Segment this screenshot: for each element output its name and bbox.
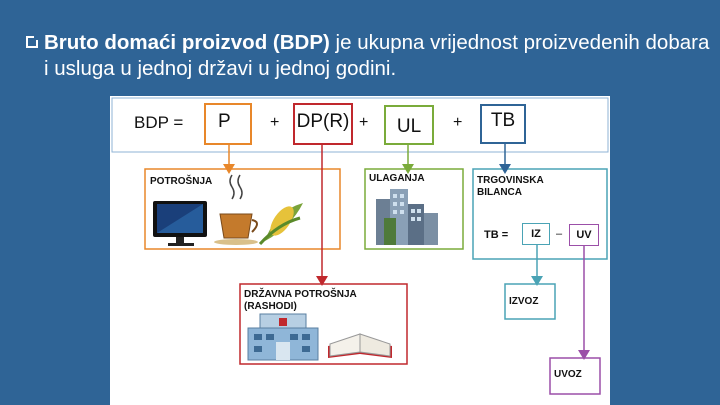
iz-label: IZ — [531, 228, 541, 240]
term-p-label: P — [218, 111, 231, 132]
trgovinska-bilanca-label: TRGOVINSKA BILANCA — [477, 175, 544, 198]
iz-box: IZ — [522, 223, 550, 245]
drzavna-potrosnja-label: DRŽAVNA POTROŠNJA (RASHODI) — [244, 289, 357, 312]
uvoz-panel — [549, 357, 601, 395]
gdp-diagram: BDP = P + DP(R) + UL + TB POTROŠNJA ULAG… — [110, 96, 610, 405]
diagram-graphics — [111, 97, 609, 395]
book-icon — [328, 333, 392, 358]
plus-1: + — [270, 114, 280, 131]
izvoz-label: IZVOZ — [509, 296, 539, 307]
hospital-building-icon — [247, 313, 319, 361]
plus-2: + — [359, 114, 369, 131]
uvoz-label: UVOZ — [554, 369, 582, 380]
buildings-icon — [376, 189, 438, 245]
tb-minus: – — [556, 228, 563, 240]
term-tb-box: TB — [480, 104, 526, 144]
term-dp-box: DP(R) — [293, 103, 353, 145]
plus-3: + — [453, 114, 463, 131]
definition-rest: je ukupna vrijednost proizvedenih dobara… — [44, 31, 710, 80]
definition-bold: Bruto domaći proizvod (BDP) — [44, 31, 330, 54]
corn-icon — [258, 203, 303, 246]
term-ul-label: UL — [396, 116, 422, 137]
tb-formula-lhs: TB = — [484, 229, 509, 241]
formula-lhs: BDP = — [134, 113, 184, 132]
bullet-icon — [26, 35, 39, 48]
uv-label: UV — [576, 229, 592, 241]
potrosnja-label: POTROŠNJA — [150, 176, 213, 187]
term-p-box: P — [204, 103, 252, 145]
izvoz-panel — [504, 283, 556, 320]
term-tb-label: TB — [490, 110, 516, 131]
term-dp-label: DP(R) — [296, 111, 350, 132]
term-ul-box: UL — [384, 105, 434, 145]
monitor-icon — [153, 201, 207, 246]
coffee-cup-icon — [214, 174, 258, 245]
definition-text: Bruto domaći proizvod (BDP) je ukupna vr… — [26, 30, 714, 82]
ulaganja-label: ULAGANJA — [369, 173, 425, 184]
uv-box: UV — [569, 224, 599, 246]
